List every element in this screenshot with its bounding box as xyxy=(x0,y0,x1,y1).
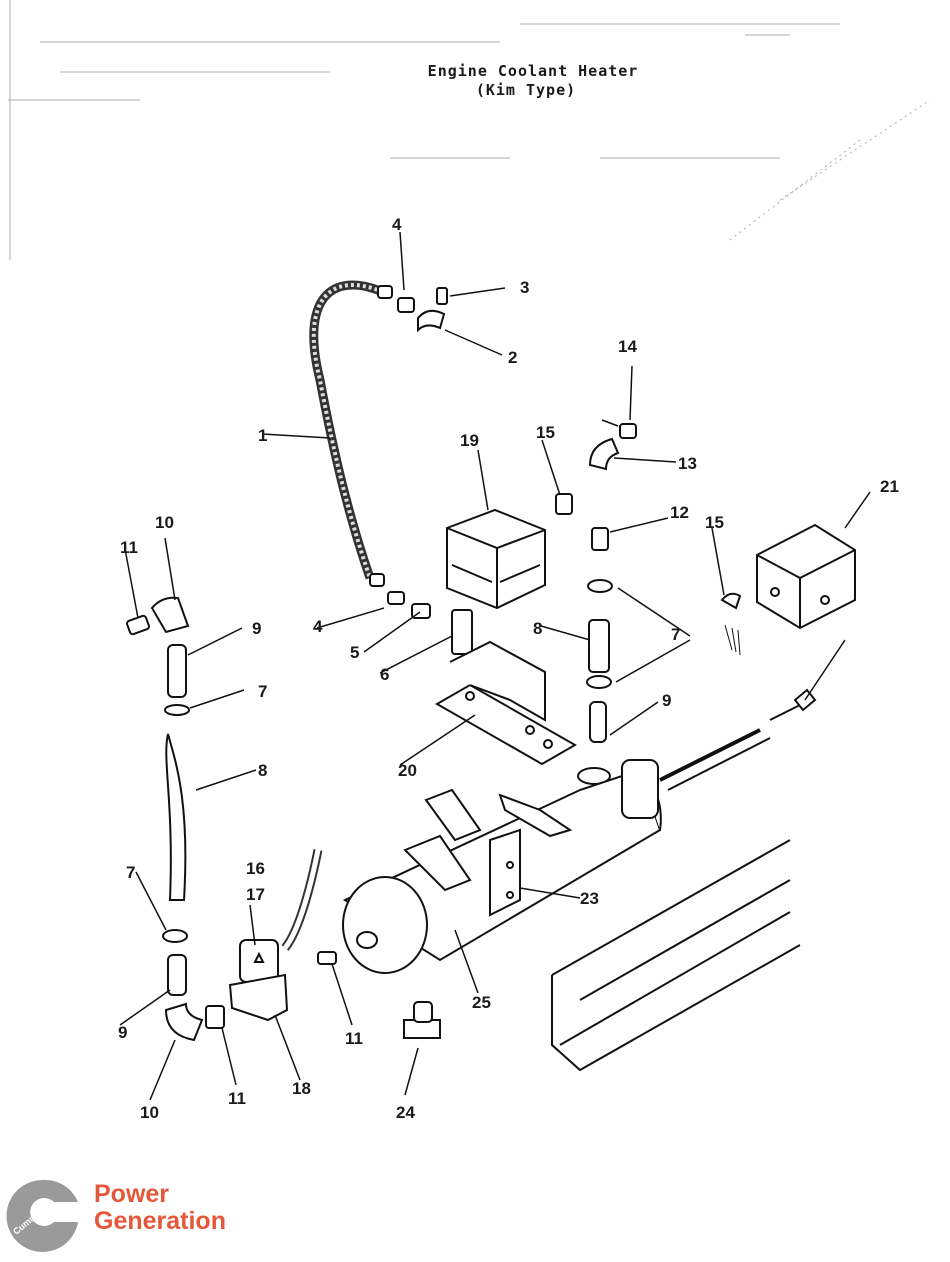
callout-label: 11 xyxy=(120,538,138,557)
callout-label: 25 xyxy=(472,993,491,1012)
left-hose-assembly xyxy=(126,596,225,1042)
callout-label: 10 xyxy=(155,513,174,532)
callout-label: 21 xyxy=(880,477,899,496)
callout-label: 20 xyxy=(398,761,417,780)
callout-label: 18 xyxy=(292,1079,311,1098)
callout-label: 14 xyxy=(618,337,637,356)
brand-footer: Cummins Power Generation xyxy=(0,1176,260,1256)
diagram-title: Engine Coolant Heater xyxy=(428,62,639,80)
callout-label: 1 xyxy=(258,426,267,445)
callout-label: 4 xyxy=(392,215,402,234)
callout-label: 10 xyxy=(140,1103,159,1122)
callout-label: 9 xyxy=(662,691,671,710)
right-fitting-stack xyxy=(555,423,637,785)
callout-label: 4 xyxy=(313,617,323,636)
callout-label: 23 xyxy=(580,889,599,908)
callout-label: 11 xyxy=(228,1089,246,1108)
hose-fittings-top xyxy=(377,285,448,333)
callout-label: 15 xyxy=(536,423,555,442)
callout-label: 3 xyxy=(520,278,529,297)
callout-label: 15 xyxy=(705,513,724,532)
callout-label: 5 xyxy=(350,643,359,662)
callout-label: 11 xyxy=(345,1029,363,1048)
callout-label: 9 xyxy=(252,619,261,638)
channel-frame xyxy=(551,839,801,1072)
callout-label: 17 xyxy=(246,885,265,904)
callout-label: 12 xyxy=(670,503,689,522)
braided-hose xyxy=(309,280,385,580)
callout-label: 2 xyxy=(508,348,517,367)
thermostat-16-18 xyxy=(228,849,323,1022)
callout-label: 16 xyxy=(246,859,265,878)
callout-label: 19 xyxy=(460,431,479,450)
scan-artifacts xyxy=(8,0,931,260)
heater-body-25 xyxy=(342,688,817,974)
fittings-small xyxy=(317,951,441,1039)
callout-label: 24 xyxy=(396,1103,415,1122)
junction-box-19 xyxy=(446,508,546,610)
callout-label: 13 xyxy=(678,454,697,473)
hose-fittings-bottom xyxy=(369,573,473,655)
mounting-bracket-20 xyxy=(434,640,578,766)
callout-label: 8 xyxy=(533,619,542,638)
brand-power: Power xyxy=(94,1180,170,1208)
callout-label: 9 xyxy=(118,1023,127,1042)
callout-label: 8 xyxy=(258,761,267,780)
callout-label: 7 xyxy=(671,625,680,644)
callout-label: 6 xyxy=(380,665,389,684)
brand-generation: Generation xyxy=(94,1207,226,1235)
control-box-21 xyxy=(720,523,856,656)
callout-label: 7 xyxy=(258,682,267,701)
callout-label: 7 xyxy=(126,863,135,882)
cummins-logo-icon: Cummins xyxy=(6,1179,78,1252)
callouts: 1 2 3 4 4 5 6 7 7 7 8 8 9 9 9 10 10 11 1… xyxy=(118,215,899,1122)
diagram-subtitle: (Kim Type) xyxy=(476,81,576,99)
leader-lines xyxy=(119,231,871,1101)
